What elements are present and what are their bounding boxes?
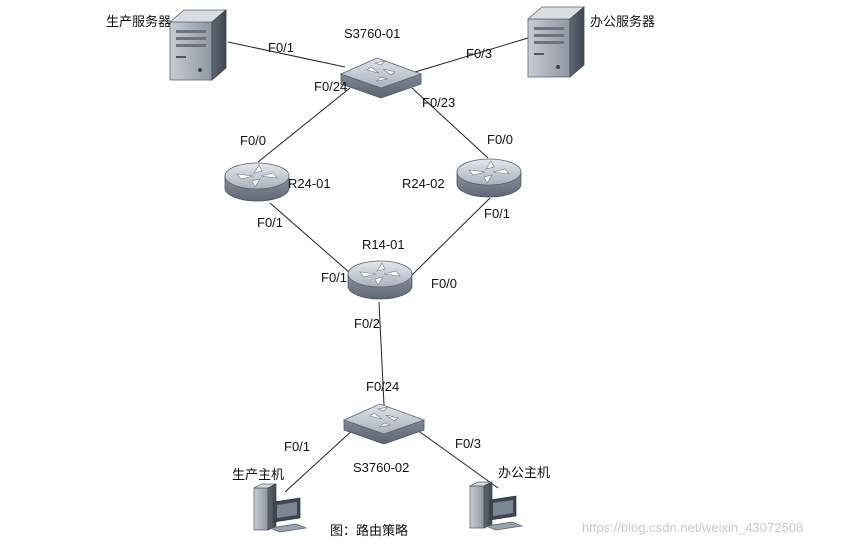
port-label: F0/24 xyxy=(314,79,347,94)
port-label: F0/0 xyxy=(487,132,513,147)
switch-icon-s3760-02 xyxy=(342,403,426,445)
label-production-server: 生产服务器 xyxy=(106,14,171,30)
label-r24-02: R24-02 xyxy=(402,176,445,191)
port-label: F0/1 xyxy=(268,40,294,55)
label-production-host: 生产主机 xyxy=(232,468,284,483)
links xyxy=(227,37,529,493)
link-s3760-02-office-host xyxy=(412,426,499,489)
router-icon-r24-02 xyxy=(456,158,522,198)
link-r24-01-r14-01 xyxy=(269,202,351,274)
router-icon-r14-01 xyxy=(347,260,413,300)
label-s3760-02: S3760-02 xyxy=(353,460,409,475)
port-label: F0/1 xyxy=(321,270,347,285)
label-office-host: 办公主机 xyxy=(498,466,550,481)
port-label: F0/1 xyxy=(284,439,310,454)
link-s3760-01-r24-02 xyxy=(411,87,489,159)
link-s3760-01-r24-01 xyxy=(257,87,351,163)
pc-icon-production-host xyxy=(253,483,308,533)
label-r24-01: R24-01 xyxy=(288,176,331,191)
port-label: F0/3 xyxy=(466,46,492,61)
link-r14-01-s3760-02 xyxy=(378,301,385,406)
port-label: F0/0 xyxy=(431,276,457,291)
pc-icon-office-host xyxy=(469,481,524,531)
switch-icon-s3760-01 xyxy=(339,57,423,99)
link-r24-02-r14-01 xyxy=(409,197,491,278)
label-office-server: 办公服务器 xyxy=(590,14,655,30)
router-icon-r24-01 xyxy=(224,162,290,202)
server-icon-production xyxy=(168,9,228,81)
port-label: F0/1 xyxy=(257,215,283,230)
port-label: F0/23 xyxy=(422,95,455,110)
port-label: F0/24 xyxy=(366,379,399,394)
figure-caption: 图：路由策略 xyxy=(330,523,408,539)
link-prod-server-s3760-01 xyxy=(227,41,346,68)
port-label: F0/2 xyxy=(354,316,380,331)
port-label: F0/0 xyxy=(240,133,266,148)
server-icon-office xyxy=(526,6,586,78)
watermark: https://blog.csdn.net/weixin_43072508 xyxy=(582,520,803,535)
link-s3760-02-prod-host xyxy=(284,427,356,493)
port-label: F0/3 xyxy=(455,436,481,451)
label-r14-01: R14-01 xyxy=(362,237,405,252)
port-label: F0/1 xyxy=(484,206,510,221)
label-s3760-01: S3760-01 xyxy=(344,26,400,41)
link-office-server-s3760-01 xyxy=(414,37,529,73)
